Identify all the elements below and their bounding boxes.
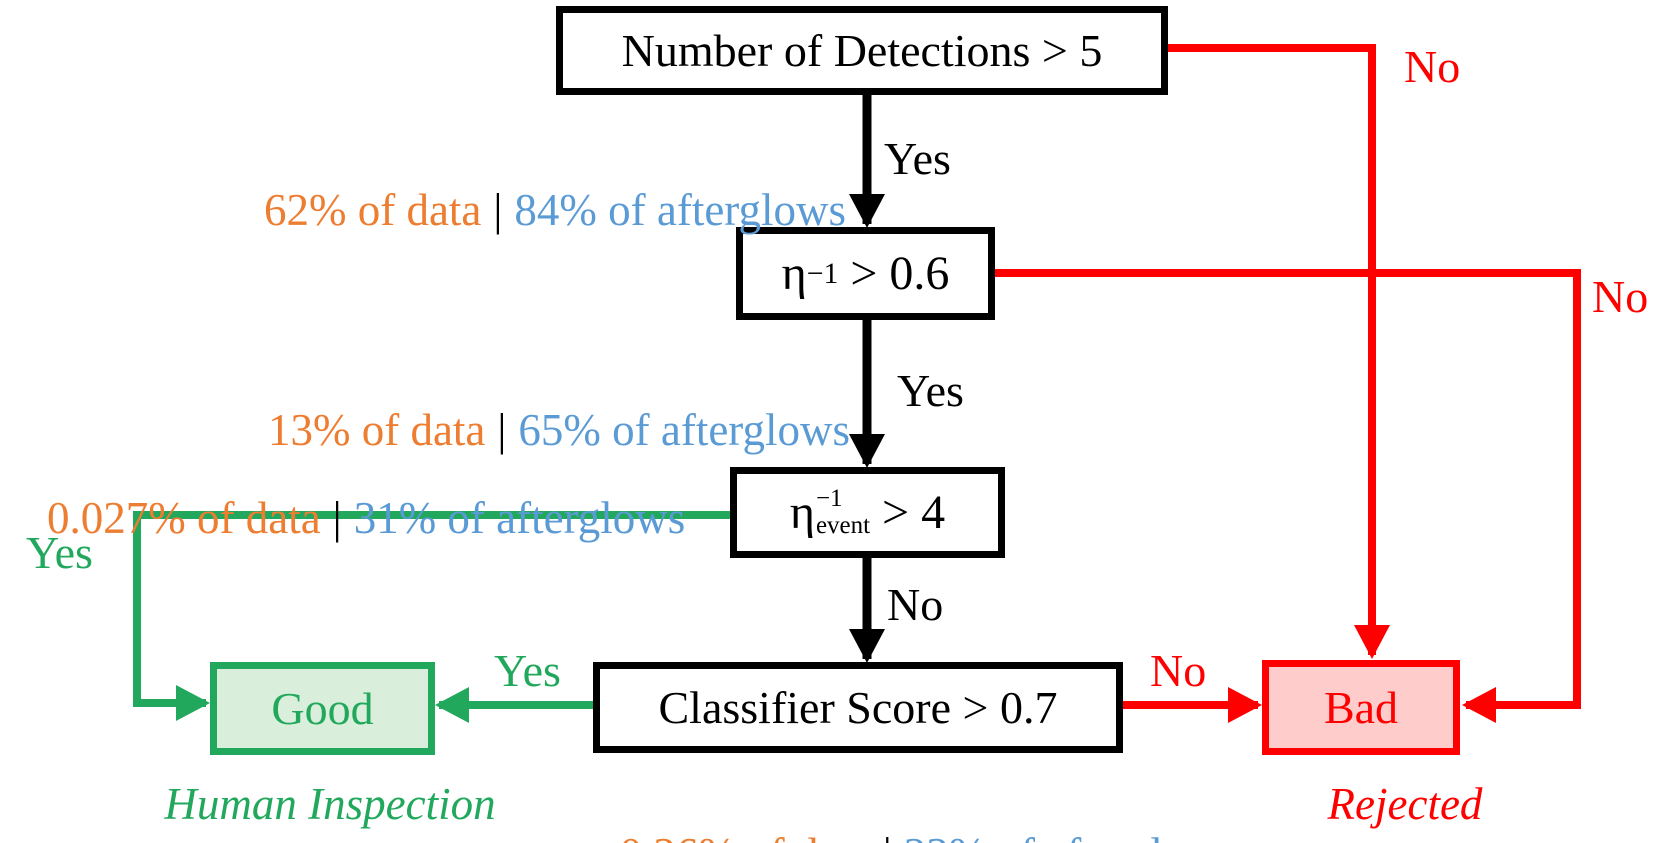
eta-symbol: η	[781, 246, 807, 300]
eta-condition: > 0.6	[838, 246, 950, 300]
node-eta-inverse: η−1 > 0.6	[736, 227, 995, 320]
stat-afterglows-pct: 23% of afterglows	[904, 829, 1236, 843]
stat-separator: |	[883, 829, 892, 843]
caption-rejected: Rejected	[1327, 779, 1483, 829]
eta-event-symbol: η	[789, 485, 815, 539]
eta-event-exponent: −1	[815, 485, 843, 513]
stat-eta-yes: 13% of data|65% of afterglows	[140, 356, 850, 505]
node-bad-label: Bad	[1323, 681, 1399, 733]
stat-separator: |	[497, 404, 507, 455]
caption-human-inspection: Human Inspection	[164, 779, 496, 829]
node-classifier-score-label: Classifier Score > 0.7	[658, 681, 1058, 733]
node-number-of-detections: Number of Detections > 5	[556, 6, 1168, 95]
edge-label-classifier-yes: Yes	[494, 645, 561, 696]
edge-label-detections-yes: Yes	[884, 133, 951, 184]
stat-afterglows-pct: 65% of afterglows	[518, 404, 850, 455]
edge-eta-no-arrow	[995, 269, 1581, 723]
node-number-of-detections-label: Number of Detections > 5	[621, 24, 1103, 76]
edge-eta-event-yes-arrow	[133, 511, 732, 721]
edge-label-detections-no: No	[1404, 41, 1461, 92]
stat-separator: |	[493, 184, 503, 235]
edge-detections-no-arrow	[1168, 44, 1390, 659]
node-good-label: Good	[271, 682, 374, 734]
stat-data-pct: 13% of data	[267, 404, 486, 455]
node-bad: Bad	[1262, 660, 1460, 755]
stat-detections-yes: 62% of data|84% of afterglows	[140, 136, 846, 285]
stat-data-pct: 62% of data	[263, 184, 482, 235]
eta-event-subscript: event	[815, 511, 871, 539]
eta-event-condition: > 4	[870, 485, 946, 539]
stat-data-pct: 0.027% of data	[47, 492, 321, 543]
stat-classifier: 0.26% of data | 23% of afterglows	[550, 780, 1260, 843]
node-good: Good	[210, 662, 435, 755]
edge-label-eta-event-no: No	[887, 579, 944, 630]
edge-label-eta-yes: Yes	[897, 365, 964, 416]
node-classifier-score: Classifier Score > 0.7	[593, 662, 1123, 753]
stat-separator: |	[332, 492, 342, 543]
stat-afterglows-pct: 84% of afterglows	[514, 184, 846, 235]
stat-afterglows-pct: 31% of afterglows	[353, 492, 686, 543]
stat-data-pct: 0.26% of data	[620, 829, 871, 843]
edge-label-eta-event-yes: Yes	[26, 527, 93, 578]
stat-eta-event-yes: 0.027% of data|31% of afterglows	[2, 444, 685, 593]
edge-label-classifier-no: No	[1150, 645, 1207, 696]
edge-label-eta-no: No	[1592, 271, 1649, 322]
